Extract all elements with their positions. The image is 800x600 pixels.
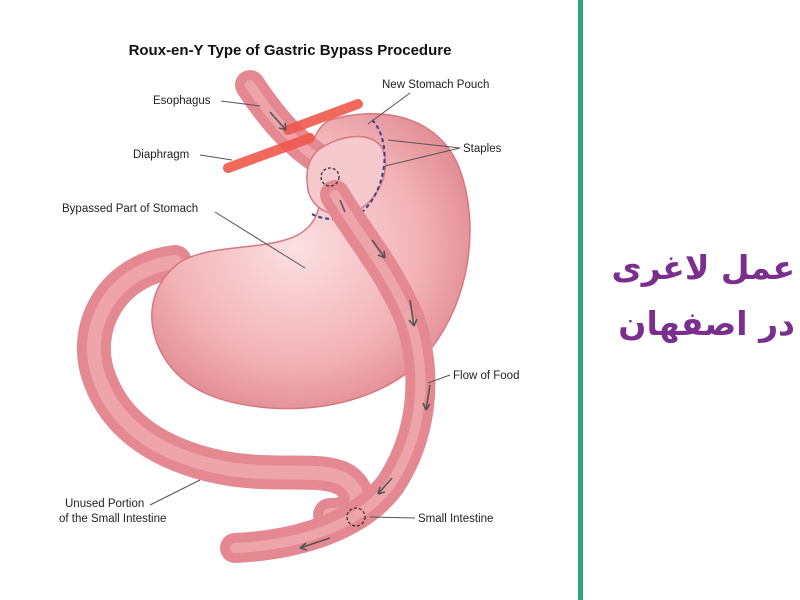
label-flow-of-food: Flow of Food: [453, 370, 519, 382]
side-caption: عمل لاغری در اصفهان: [590, 240, 796, 352]
side-caption-line-2: در اصفهان: [618, 304, 795, 343]
label-unused-portion-1: Unused Portion: [65, 498, 144, 510]
label-new-stomach-pouch: New Stomach Pouch: [382, 79, 489, 91]
diagram-title: Roux-en-Y Type of Gastric Bypass Procedu…: [129, 42, 452, 59]
gastric-bypass-diagram: Roux-en-Y Type of Gastric Bypass Procedu…: [59, 42, 519, 563]
diaphragm: [223, 99, 363, 173]
label-diaphragm: Diaphragm: [133, 149, 189, 161]
label-small-intestine: Small Intestine: [418, 513, 493, 525]
pouch-connection-marker: [320, 167, 340, 187]
label-esophagus: Esophagus: [153, 95, 211, 107]
green-divider: [578, 0, 583, 600]
food-flow-arrows: [269, 111, 431, 551]
label-bypassed-stomach: Bypassed Part of Stomach: [62, 203, 198, 215]
label-unused-portion-2: of the Small Intestine: [59, 513, 166, 525]
bypassed-stomach: [151, 112, 471, 410]
label-staples: Staples: [463, 143, 502, 155]
intestine-connection-marker: [346, 507, 366, 527]
side-caption-line-1: عمل لاغری: [611, 248, 796, 287]
